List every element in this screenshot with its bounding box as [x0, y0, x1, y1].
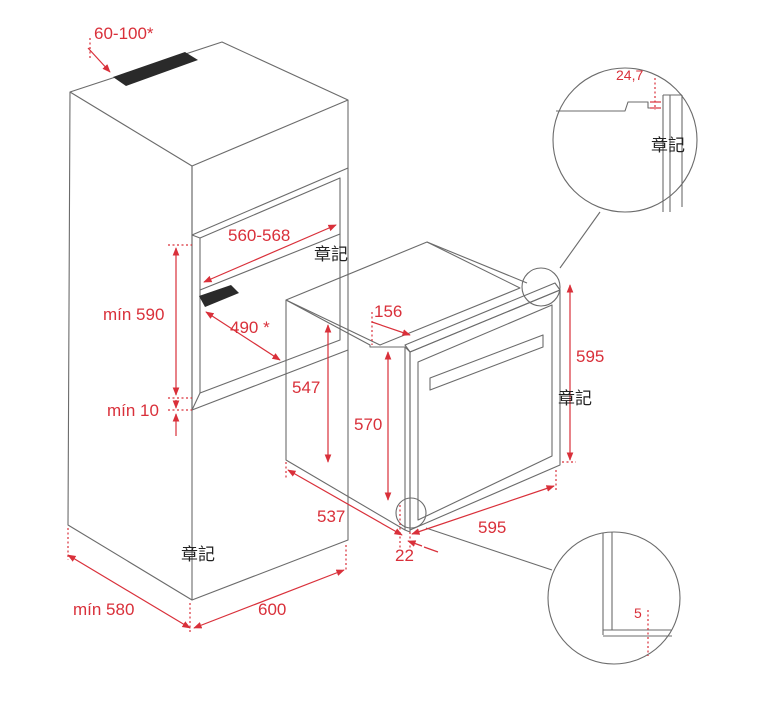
- label-niche-width: 560-568: [228, 226, 290, 245]
- label-oven-height: 595: [576, 347, 604, 366]
- stamp-text: 章記: [181, 545, 215, 565]
- label-rear-vent: 490 *: [230, 318, 270, 337]
- stamp-text: 章記: [314, 245, 348, 265]
- label-detail-bottom: 5: [634, 605, 642, 621]
- detail-bottom: [395, 497, 681, 665]
- label-oven-front-height: 570: [354, 415, 382, 434]
- top-vent-slot: [113, 52, 198, 86]
- label-oven-depth: 537: [317, 507, 345, 526]
- label-min-depth: mín 580: [73, 600, 134, 619]
- dimension-lines: [67, 38, 576, 632]
- label-cabinet-width: 600: [258, 600, 286, 619]
- label-vent-top: 60-100*: [94, 24, 154, 43]
- label-front-offset: 22: [395, 546, 414, 565]
- label-detail-top: 24,7: [616, 67, 643, 83]
- stamp-text: 章記: [558, 389, 592, 409]
- label-oven-width: 595: [478, 518, 506, 537]
- oven: [285, 241, 561, 533]
- rear-vent-slot: [199, 285, 239, 307]
- label-oven-top-step: 156: [374, 302, 402, 321]
- detail-top: [521, 67, 698, 307]
- label-min-height: mín 590: [103, 305, 164, 324]
- label-oven-body-height: 547: [292, 378, 320, 397]
- stamp-text: 章記: [651, 136, 685, 156]
- label-min-bottom: mín 10: [107, 401, 159, 420]
